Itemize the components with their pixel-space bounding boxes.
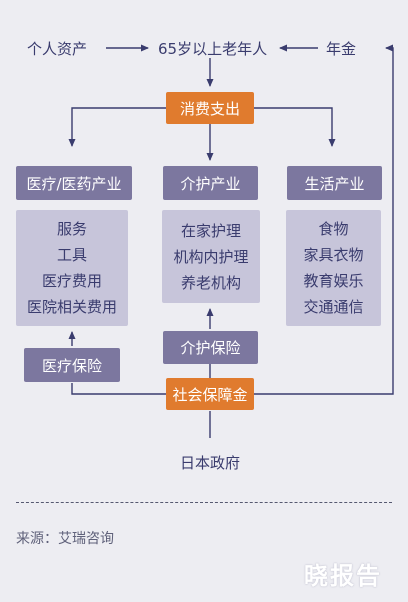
pension-label: 年金 bbox=[326, 40, 357, 58]
list-item: 医院相关费用 bbox=[26, 298, 117, 316]
elderly-label: 65岁以上老年人 bbox=[158, 40, 268, 58]
social-security-node: 社会保障金 bbox=[166, 378, 254, 410]
line-security-to-pension bbox=[254, 44, 394, 395]
personal-assets-label: 个人资产 bbox=[27, 40, 88, 58]
medical-items-box: 服务 工具 医疗费用 医院相关费用 bbox=[16, 210, 128, 326]
source-note: 来源：艾瑞咨询 bbox=[16, 531, 114, 547]
life-items-box: 食物 家具衣物 教育娱乐 交通通信 bbox=[286, 210, 381, 326]
list-item: 教育娱乐 bbox=[303, 272, 364, 290]
list-item: 工具 bbox=[56, 246, 87, 264]
line-security-to-medical bbox=[71, 383, 166, 395]
branch-consumption-left bbox=[68, 107, 166, 147]
medical-industry-header: 医疗/医药产业 bbox=[16, 166, 132, 200]
branch-consumption-right bbox=[254, 107, 336, 147]
care-items-box: 在家护理 机构内护理 养老机构 bbox=[162, 210, 260, 303]
list-item: 在家护理 bbox=[180, 221, 241, 240]
care-industry-header: 介护产业 bbox=[163, 166, 258, 200]
watermark-logo: 晓报告 bbox=[304, 562, 382, 590]
list-item: 家具衣物 bbox=[303, 246, 364, 264]
consumption-node: 消费支出 bbox=[166, 92, 254, 124]
list-item: 食物 bbox=[318, 220, 349, 238]
care-insurance-node: 介护保险 bbox=[163, 331, 258, 364]
life-industry-header: 生活产业 bbox=[287, 166, 382, 200]
japan-government-label: 日本政府 bbox=[180, 454, 241, 472]
medical-insurance-node: 医疗保险 bbox=[24, 348, 120, 382]
list-item: 机构内护理 bbox=[173, 247, 249, 266]
list-item: 服务 bbox=[56, 220, 87, 238]
list-item: 交通通信 bbox=[303, 298, 364, 316]
footer-divider bbox=[16, 502, 392, 503]
list-item: 养老机构 bbox=[180, 273, 241, 292]
list-item: 医疗费用 bbox=[41, 272, 102, 290]
